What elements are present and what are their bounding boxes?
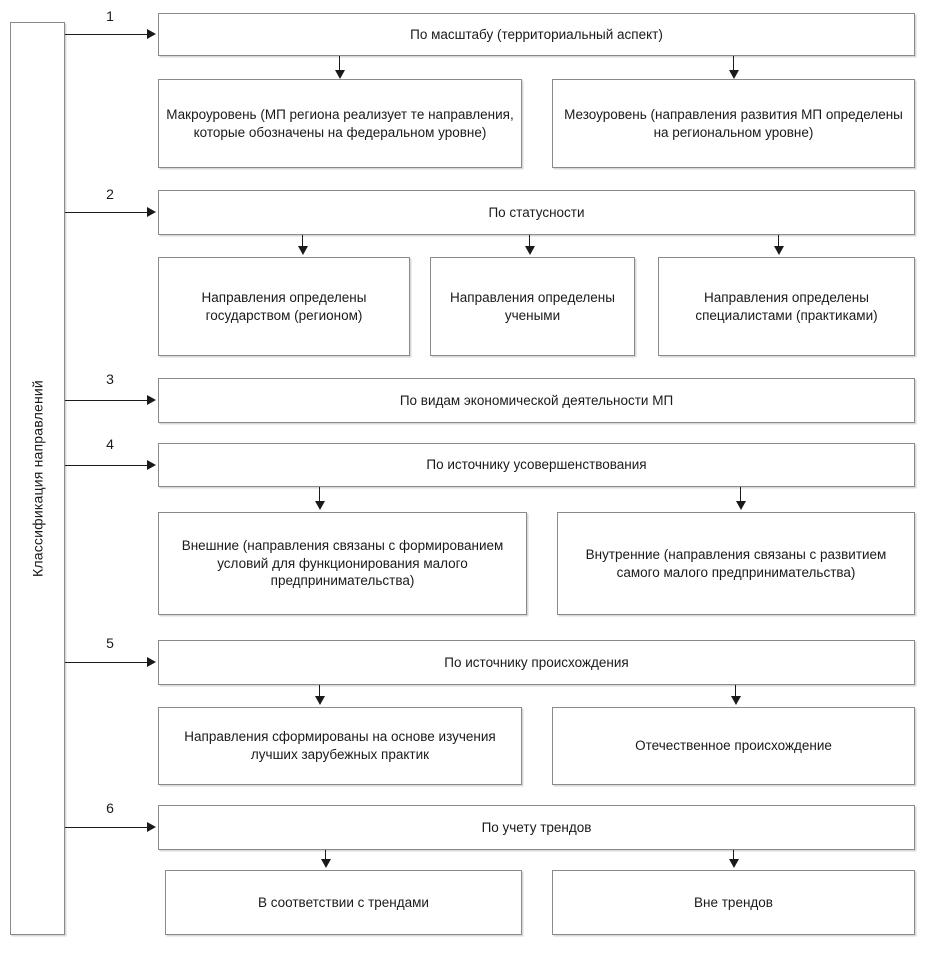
branch-header-4[interactable]: По источнику усовершенствования <box>158 443 915 487</box>
connector-arrow-3 <box>147 395 156 405</box>
down-connector-4b <box>740 487 741 504</box>
branch-child-4-2[interactable]: Внутренние (направления связаны с развит… <box>557 512 915 615</box>
branch-child-2-3[interactable]: Направления определены специалистами (пр… <box>658 257 915 356</box>
branch-child-4-1[interactable]: Внешние (направления связаны с формирова… <box>158 512 527 615</box>
down-arrow-2c <box>774 246 784 255</box>
down-connector-2a <box>302 235 303 249</box>
classification-spine: Классификация направлений <box>10 22 65 935</box>
branch-child-1-2[interactable]: Мезоуровень (направления развития МП опр… <box>552 79 915 168</box>
down-connector-6a <box>325 850 326 862</box>
down-arrow-2a <box>298 246 308 255</box>
spine-label: Классификация направлений <box>29 380 46 577</box>
down-arrow-4a <box>315 501 325 510</box>
down-connector-1a <box>339 56 340 74</box>
branch-child-2-2[interactable]: Направления определены учеными <box>430 257 635 356</box>
down-connector-1b <box>733 56 734 74</box>
branch-number-5: 5 <box>106 635 114 651</box>
connector-arrow-2 <box>147 207 156 217</box>
branch-number-6: 6 <box>106 800 114 816</box>
down-arrow-5b <box>731 696 741 705</box>
branch-header-6[interactable]: По учету трендов <box>158 805 915 850</box>
branch-number-1: 1 <box>106 8 114 24</box>
connector-arrow-4 <box>147 460 156 470</box>
connector-line-5 <box>65 662 149 663</box>
down-arrow-6b <box>729 859 739 868</box>
branch-child-5-1[interactable]: Направления сформированы на основе изуче… <box>158 707 522 785</box>
branch-child-5-2[interactable]: Отечественное происхождение <box>552 707 915 785</box>
down-connector-2b <box>529 235 530 249</box>
down-arrow-5a <box>315 696 325 705</box>
branch-child-2-1[interactable]: Направления определены государством (рег… <box>158 257 410 356</box>
down-connector-5b <box>735 685 736 699</box>
branch-child-6-2[interactable]: Вне трендов <box>552 870 915 935</box>
down-arrow-6a <box>321 859 331 868</box>
connector-line-2 <box>65 212 149 213</box>
branch-number-3: 3 <box>106 371 114 387</box>
connector-line-1 <box>65 34 149 35</box>
down-connector-6b <box>733 850 734 862</box>
down-connector-5a <box>319 685 320 699</box>
connector-line-3 <box>65 400 149 401</box>
branch-child-1-1[interactable]: Макроуровень (МП региона реализует те на… <box>158 79 522 168</box>
down-arrow-1a <box>335 70 345 79</box>
connector-line-4 <box>65 465 149 466</box>
branch-header-5[interactable]: По источнику происхождения <box>158 640 915 685</box>
down-arrow-1b <box>729 70 739 79</box>
down-connector-4a <box>319 487 320 504</box>
branch-number-4: 4 <box>106 436 114 452</box>
branch-header-1[interactable]: По масштабу (территориальный аспект) <box>158 13 915 56</box>
branch-child-6-1[interactable]: В соответствии с трендами <box>165 870 522 935</box>
branch-number-2: 2 <box>106 186 114 202</box>
down-connector-2c <box>778 235 779 249</box>
connector-arrow-6 <box>147 822 156 832</box>
down-arrow-4b <box>736 501 746 510</box>
connector-line-6 <box>65 827 149 828</box>
down-arrow-2b <box>525 246 535 255</box>
connector-arrow-5 <box>147 657 156 667</box>
branch-header-2[interactable]: По статусности <box>158 190 915 235</box>
branch-header-3[interactable]: По видам экономической деятельности МП <box>158 378 915 423</box>
connector-arrow-1 <box>147 29 156 39</box>
